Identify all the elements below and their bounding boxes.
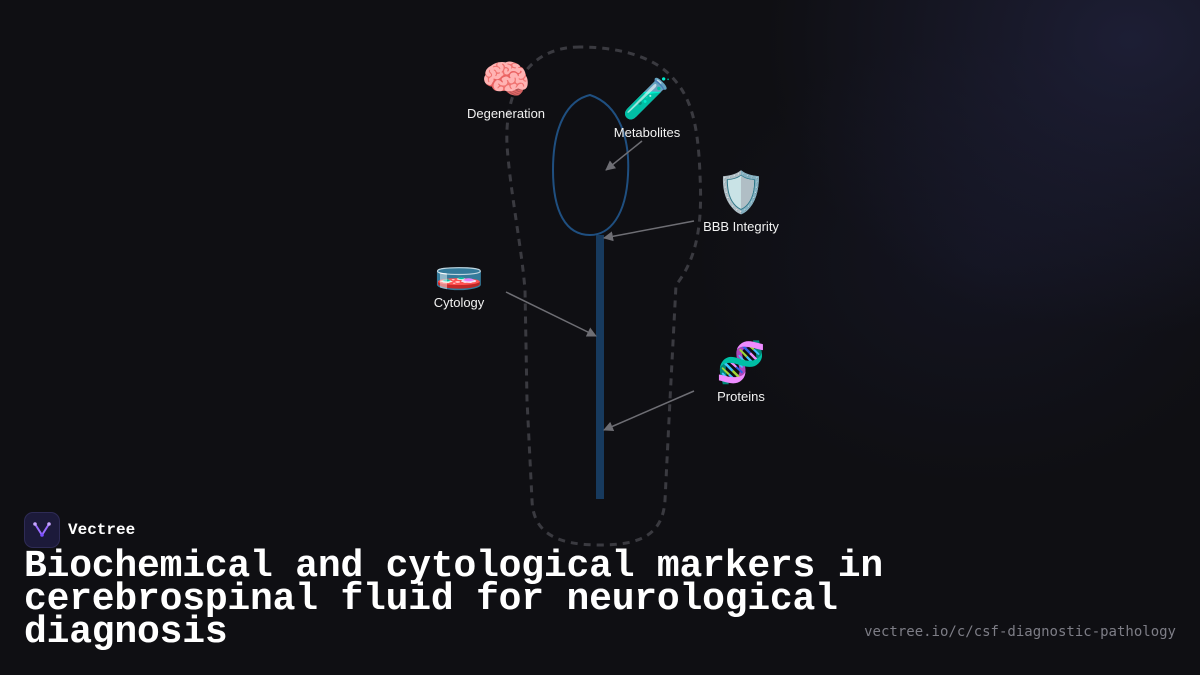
marker-bbb-integrity: 🛡️ BBB Integrity xyxy=(703,169,779,234)
marker-label: Proteins xyxy=(717,389,765,404)
petri-dish-icon: 🧫 xyxy=(434,246,484,292)
spinal-cord xyxy=(596,235,604,499)
marker-cytology: 🧫 Cytology xyxy=(434,245,485,310)
arrow-cytology xyxy=(505,291,597,337)
page-title: Biochemical and cytological markers in c… xyxy=(24,545,883,654)
source-url: vectree.io/c/csf-diagnostic-pathology xyxy=(864,624,1176,640)
test-tube-icon: 🧪 xyxy=(622,76,672,122)
shield-icon: 🛡️ xyxy=(716,170,766,216)
marker-label: Metabolites xyxy=(613,125,681,140)
marker-metabolites: 🧪 Metabolites xyxy=(614,75,680,140)
body-outline xyxy=(505,45,703,547)
brand: Vectree xyxy=(24,512,135,548)
arrow-proteins xyxy=(603,390,695,432)
dna-icon: 🧬 xyxy=(716,340,766,386)
marker-label: BBB Integrity xyxy=(703,219,779,234)
arrow-metabolites xyxy=(605,140,643,171)
vectree-logo-icon xyxy=(24,512,60,548)
marker-label: Cytology xyxy=(433,295,485,310)
marker-label: Degeneration xyxy=(466,106,546,121)
brain-icon: 🧠 xyxy=(481,57,531,103)
marker-degeneration: 🧠 Degeneration xyxy=(467,56,545,121)
brand-name: Vectree xyxy=(68,521,136,539)
arrow-bbb xyxy=(603,220,695,242)
marker-proteins: 🧬 Proteins xyxy=(716,339,766,404)
brain-outline xyxy=(551,93,630,237)
